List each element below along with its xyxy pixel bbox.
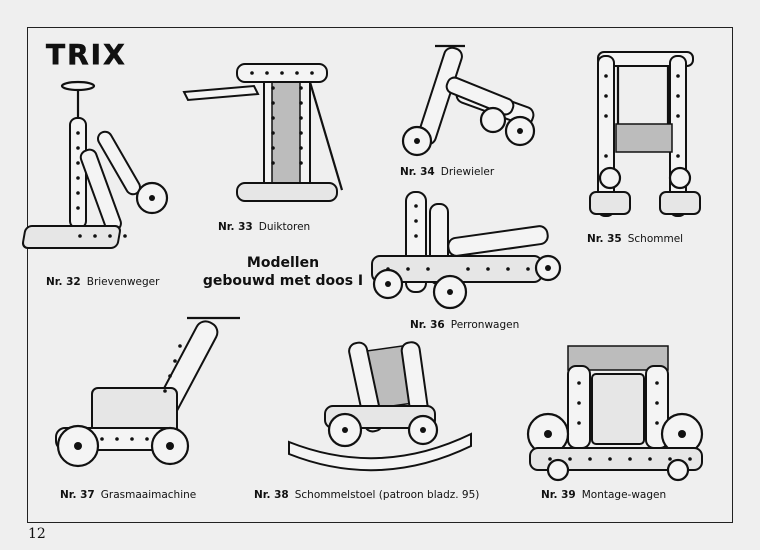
caption-model-37: Nr. 37 Grasmaaimachine <box>60 489 196 501</box>
model-39-illustration <box>526 345 704 482</box>
model-38-number: Nr. 38 <box>254 489 289 501</box>
heading-line-1: Modellen <box>246 255 320 271</box>
caption-model-33: Nr. 33 Duiktoren <box>218 221 310 233</box>
model-38-name: Schommelstoel (patroon bladz. 95) <box>294 489 480 501</box>
model-34-name: Driewieler <box>440 166 495 178</box>
model-37-name: Grasmaaimachine <box>100 489 197 501</box>
model-36-name: Perronwagen <box>450 319 520 331</box>
model-38-illustration <box>288 341 472 472</box>
caption-model-38: Nr. 38 Schommelstoel (patroon bladz. 95) <box>254 489 479 501</box>
model-35-number: Nr. 35 <box>587 233 622 245</box>
model-39-number: Nr. 39 <box>541 489 576 501</box>
page-frame <box>27 27 733 523</box>
page-heading: Modellen gebouwd met doos I <box>188 254 378 290</box>
caption-model-36: Nr. 36 Perronwagen <box>410 319 519 331</box>
model-35-illustration <box>589 51 701 217</box>
model-37-number: Nr. 37 <box>60 489 95 501</box>
caption-model-39: Nr. 39 Montage-wagen <box>541 489 666 501</box>
model-39-name: Montage-wagen <box>581 489 667 501</box>
caption-model-35: Nr. 35 Schommel <box>587 233 683 245</box>
model-37-illustration <box>55 316 240 468</box>
caption-model-32: Nr. 32 Brievenweger <box>46 276 159 288</box>
model-34-number: Nr. 34 <box>400 166 435 178</box>
model-34-illustration <box>401 44 536 157</box>
heading-line-2: gebouwd met doos I <box>202 273 364 289</box>
model-32-illustration <box>21 80 169 249</box>
model-32-number: Nr. 32 <box>46 276 81 288</box>
model-35-name: Schommel <box>627 233 684 245</box>
model-33-illustration <box>182 63 344 202</box>
model-36-number: Nr. 36 <box>410 319 445 331</box>
model-36-illustration <box>371 191 562 310</box>
model-32-name: Brievenweger <box>86 276 160 288</box>
page-number: 12 <box>28 526 46 542</box>
model-33-number: Nr. 33 <box>218 221 253 233</box>
model-33-name: Duiktoren <box>258 221 311 233</box>
brand-logo: TRIX <box>46 38 127 72</box>
caption-model-34: Nr. 34 Driewieler <box>400 166 494 178</box>
